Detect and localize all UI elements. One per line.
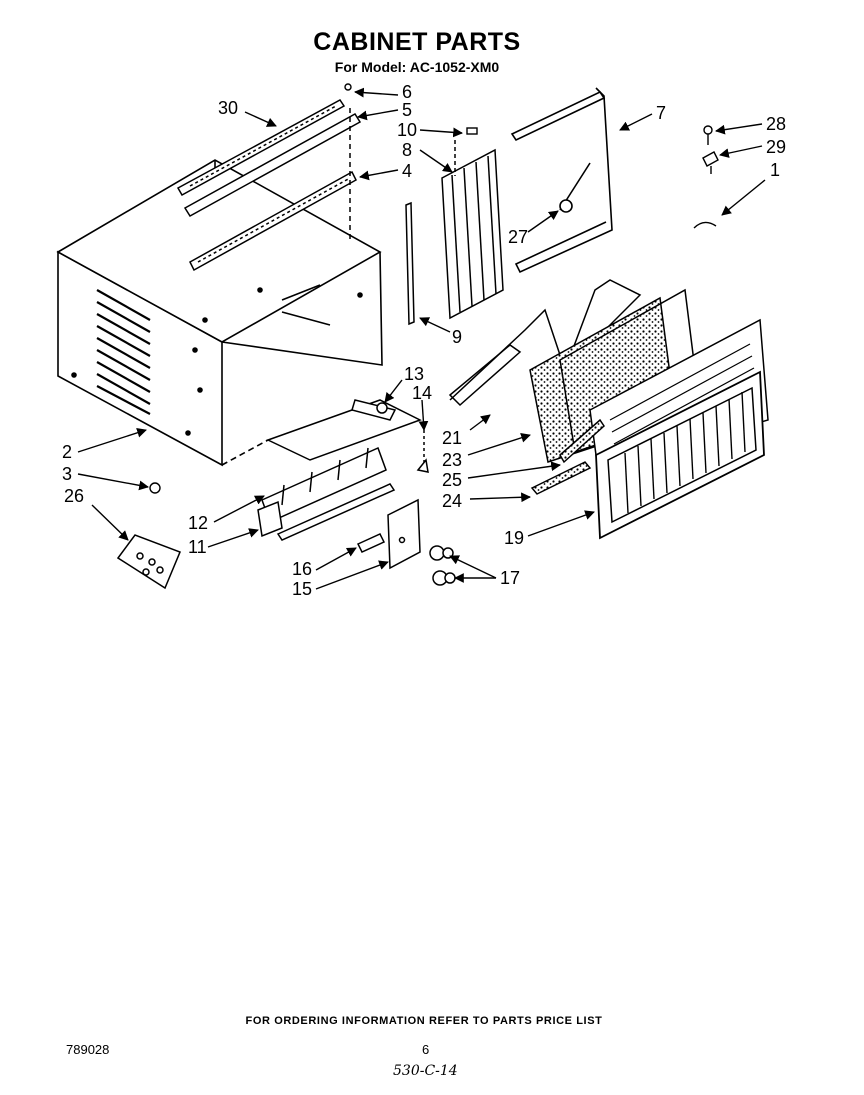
model-subtitle: For Model: AC-1052-XM0 <box>334 59 500 75</box>
page-title: CABINET PARTS <box>313 28 521 56</box>
callout-26: 26 <box>64 486 84 506</box>
callout-17: 17 <box>500 568 520 588</box>
callout-11: 11 <box>188 537 207 557</box>
callout-8: 8 <box>402 140 412 160</box>
hardware-screws <box>344 83 719 229</box>
callout-28: 28 <box>766 114 786 134</box>
callout-10: 10 <box>397 120 417 140</box>
callout-23: 23 <box>442 450 462 470</box>
handwritten-note: 530-C-14 <box>393 1063 458 1079</box>
callout-6: 6 <box>402 82 412 102</box>
callout-5: 5 <box>402 100 412 120</box>
leader-lines <box>77 87 766 590</box>
side-brackets <box>405 140 504 326</box>
callout-25: 25 <box>442 470 462 490</box>
callout-labels: 30 6 5 10 8 4 7 28 29 1 27 9 13 14 2 3 2… <box>62 82 786 599</box>
ordering-info-note: FOR ORDERING INFORMATION REFER TO PARTS … <box>245 1015 603 1027</box>
callout-27: 27 <box>508 227 528 247</box>
callout-13: 13 <box>404 364 424 384</box>
callout-14: 14 <box>412 383 432 403</box>
callout-4: 4 <box>402 161 412 181</box>
callout-2: 2 <box>62 442 72 462</box>
callout-12: 12 <box>188 513 208 533</box>
document-number: 789028 <box>66 1042 110 1057</box>
callout-7: 7 <box>656 103 666 123</box>
callout-24: 24 <box>442 491 462 511</box>
control-assembly <box>257 399 429 541</box>
callout-19: 19 <box>504 528 524 548</box>
frame-assembly <box>510 87 613 274</box>
callout-30: 30 <box>218 98 238 118</box>
page-number: 6 <box>422 1042 430 1057</box>
callout-15: 15 <box>292 579 312 599</box>
component-bracket <box>356 498 456 586</box>
screw-3 <box>149 482 161 494</box>
callout-9: 9 <box>452 327 462 347</box>
top-rails <box>176 99 362 272</box>
hardware-bag <box>116 534 181 590</box>
callout-16: 16 <box>292 559 312 579</box>
callout-3: 3 <box>62 464 72 484</box>
cabinet-shell <box>56 159 383 467</box>
cabinet-louvers <box>96 289 151 415</box>
callout-1: 1 <box>770 160 780 180</box>
front-panel-assembly <box>448 279 769 540</box>
callout-21: 21 <box>442 428 462 448</box>
callout-29: 29 <box>766 137 786 157</box>
